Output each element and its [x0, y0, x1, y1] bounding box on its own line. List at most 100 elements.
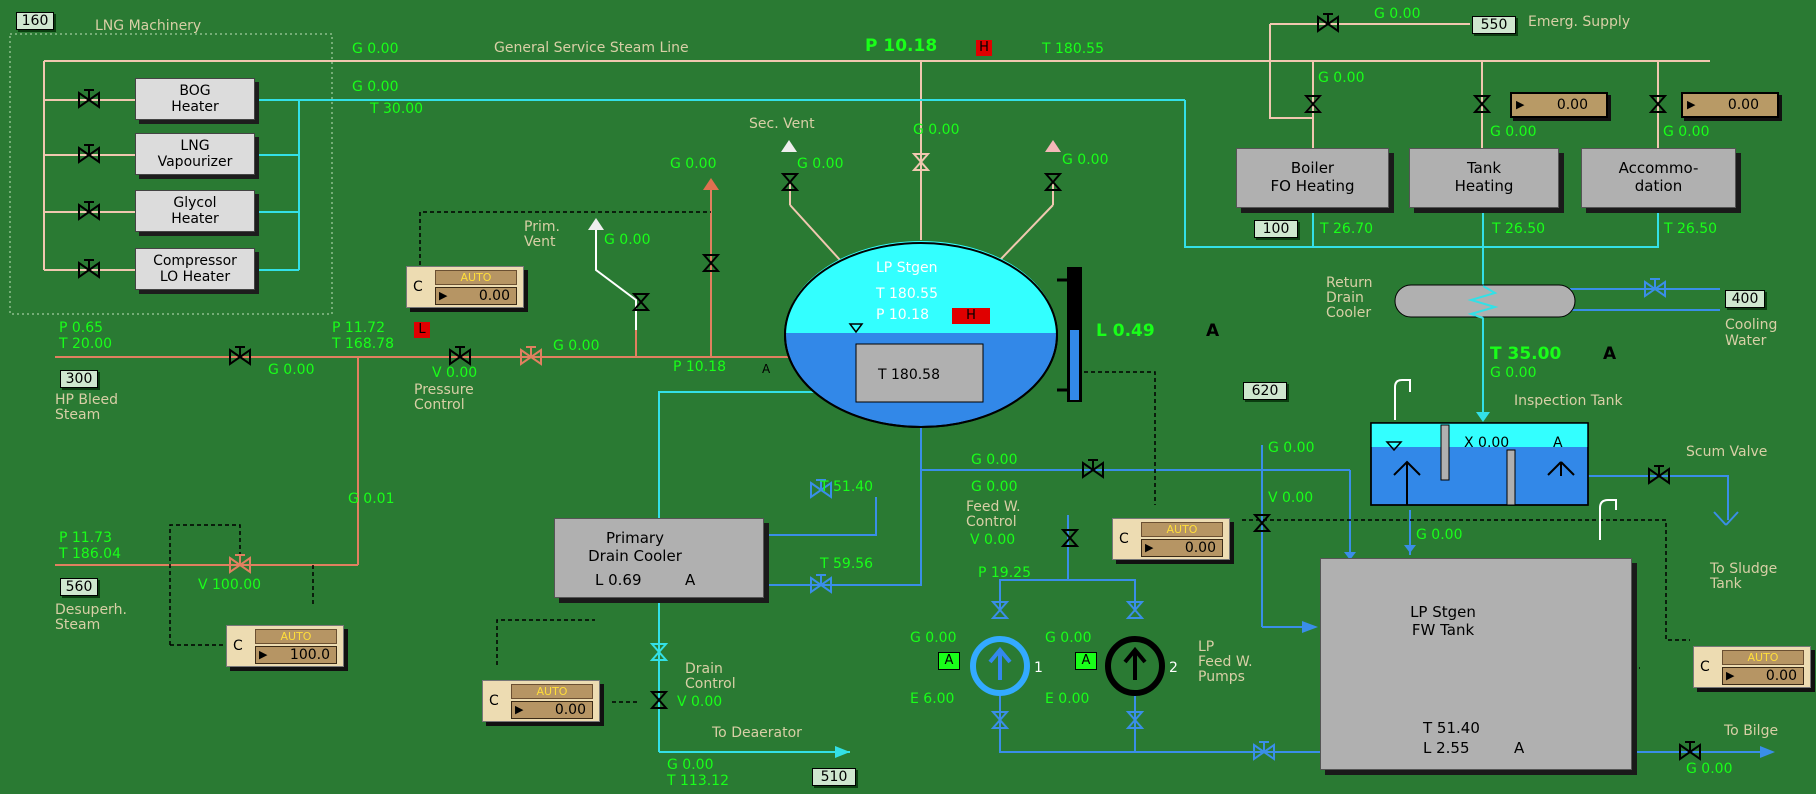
pc-valve-opening: V 0.00 [432, 365, 478, 381]
pump1-energy: E 6.00 [910, 691, 955, 707]
controller-mode: C [489, 693, 499, 709]
bilge-flow: G 0.00 [1686, 761, 1733, 777]
accom-display[interactable]: ▶0.00 [1681, 92, 1779, 118]
feed-pump-1[interactable] [973, 639, 1027, 693]
stgen-level: L 0.49 [1096, 321, 1155, 341]
stgen-pressure: P 10.18 [876, 307, 929, 323]
pump2-auto-button[interactable]: A [1075, 652, 1097, 670]
tag-560[interactable]: 560 [60, 578, 98, 596]
sec-vent-flow: G 0.00 [797, 156, 844, 172]
tag-620[interactable]: 620 [1243, 382, 1287, 400]
high-alarm-indicator: H [976, 40, 992, 56]
to-bilge-label: To Bilge [1724, 723, 1779, 739]
tag620-valve: V 0.00 [1268, 490, 1314, 506]
lp-stgen-fw-tank[interactable]: LP Stgen FW Tank T 51.40 L 2.55 A [1320, 558, 1632, 770]
tag-400[interactable]: 400 [1725, 290, 1765, 308]
fw-tank-controller[interactable]: C AUTO ▶0.00 [1693, 646, 1811, 688]
emerg-supply-flow: G 0.00 [1374, 6, 1421, 22]
hp-bleed-label: HP Bleed Steam [55, 392, 119, 423]
feed-pump-2[interactable] [1108, 639, 1162, 693]
return-drain-cooler-label: Return Drain Cooler [1326, 275, 1373, 321]
tank-heating[interactable]: Tank Heating [1409, 148, 1559, 208]
feed-pumps-label: LP Feed W. Pumps [1198, 639, 1253, 685]
pressure-controller[interactable]: C AUTO ▶0.00 [406, 266, 524, 308]
accommodation-heating[interactable]: Accommo- dation [1581, 148, 1736, 208]
steam-line-temp: T 180.55 [1042, 41, 1104, 57]
play-icon: ▶ [259, 648, 268, 661]
to-sludge-tank-label: To Sludge Tank [1710, 561, 1778, 592]
play-icon: ▶ [1726, 669, 1735, 682]
desuperh-temp: T 186.04 [59, 546, 121, 562]
setpoint-display[interactable]: ▶0.00 [1141, 539, 1223, 557]
boiler-fo-heating[interactable]: Boiler FO Heating [1236, 148, 1389, 208]
auto-button[interactable]: AUTO [511, 684, 593, 699]
boiler-flow: G 0.00 [1318, 70, 1365, 86]
auto-button[interactable]: AUTO [1722, 650, 1804, 665]
inspection-level: X 0.00 [1464, 435, 1510, 451]
tag-300[interactable]: 300 [60, 370, 98, 388]
inspection-flow-out: G 0.00 [1416, 527, 1463, 543]
pump-discharge-pressure: P 19.25 [978, 565, 1031, 581]
bog-heater[interactable]: BOG Heater [135, 78, 255, 120]
desuperh-pressure: P 11.73 [59, 530, 112, 546]
primary-drain-cooler[interactable]: Primary Drain Cooler L 0.69 A [554, 518, 764, 598]
play-icon: ▶ [515, 703, 524, 716]
primary-cooler-temp: T 59.56 [820, 556, 874, 572]
drain-control-label: Drain Control [685, 661, 736, 692]
inspection-temp: T 35.00 [1490, 344, 1562, 364]
feed-water-controller[interactable]: C AUTO ▶0.00 [1112, 518, 1230, 560]
inspection-auto2: A [1553, 435, 1563, 451]
glycol-heater[interactable]: Glycol Heater [135, 190, 255, 232]
emerg-supply-label: Emerg. Supply [1528, 14, 1631, 30]
stgen-high-alarm: H [952, 308, 990, 324]
pump2-number: 2 [1169, 660, 1178, 676]
stgen-low-temp: T 180.58 [878, 367, 940, 383]
pc-auto-indicator: A [762, 362, 771, 376]
mid-vent-flow: G 0.00 [913, 122, 960, 138]
tag-550[interactable]: 550 [1472, 16, 1516, 34]
auto-button[interactable]: AUTO [435, 270, 517, 285]
prim-vent-label: Prim. Vent [524, 219, 560, 250]
drain-valve: V 0.00 [677, 694, 723, 710]
auto-button[interactable]: AUTO [255, 629, 337, 644]
accom-flow: G 0.00 [1663, 124, 1710, 140]
controller-mode: C [1119, 531, 1129, 547]
lng-vapourizer[interactable]: LNG Vapourizer [135, 133, 255, 175]
setpoint-display[interactable]: ▶0.00 [511, 701, 593, 719]
tank-heating-display[interactable]: ▶0.00 [1510, 92, 1608, 118]
steam-line-title: General Service Steam Line [494, 40, 689, 56]
hp-bleed-temp: T 20.00 [59, 336, 113, 352]
tag-100[interactable]: 100 [1254, 220, 1298, 238]
to-deaerator-label: To Deaerator [712, 725, 802, 741]
inspection-flow-in: G 0.00 [1490, 365, 1537, 381]
controller-mode: C [413, 279, 423, 295]
lng-return-flow: G 0.00 [352, 79, 399, 95]
hp-bleed-pressure: P 0.65 [59, 320, 104, 336]
auto-button[interactable]: AUTO [1141, 522, 1223, 537]
steam-line-flow: G 0.00 [352, 41, 399, 57]
desuperh-controller[interactable]: C AUTO ▶100.0 [226, 625, 344, 667]
pump2-flow: G 0.00 [1045, 630, 1092, 646]
primary-cooler-auto: A [685, 571, 696, 589]
setpoint-display[interactable]: ▶100.0 [255, 646, 337, 664]
drain-controller[interactable]: C AUTO ▶0.00 [482, 680, 600, 722]
deaerator-temp: T 113.12 [667, 773, 729, 789]
desuperh-flow: G 0.01 [348, 491, 395, 507]
desuperh-label: Desuperh. Steam [55, 602, 127, 633]
setpoint-display[interactable]: ▶0.00 [435, 287, 517, 305]
fw-tank-auto: A [1514, 739, 1525, 757]
feed-valve: V 0.00 [970, 532, 1016, 548]
compressor-lo-heater[interactable]: Compressor LO Heater [135, 248, 255, 290]
stgen-title: LP Stgen [876, 260, 938, 276]
hp-bleed-flow: G 0.00 [268, 362, 315, 378]
tag-510[interactable]: 510 [812, 768, 856, 786]
tag620-flow: G 0.00 [1268, 440, 1315, 456]
scum-valve-label: Scum Valve [1686, 444, 1768, 460]
tag-160[interactable]: 160 [16, 12, 54, 30]
setpoint-display[interactable]: ▶0.00 [1722, 667, 1804, 685]
deaerator-flow: G 0.00 [667, 757, 714, 773]
pump1-auto-button[interactable]: A [938, 652, 960, 670]
feed-control-label: Feed W. Control [966, 499, 1021, 530]
